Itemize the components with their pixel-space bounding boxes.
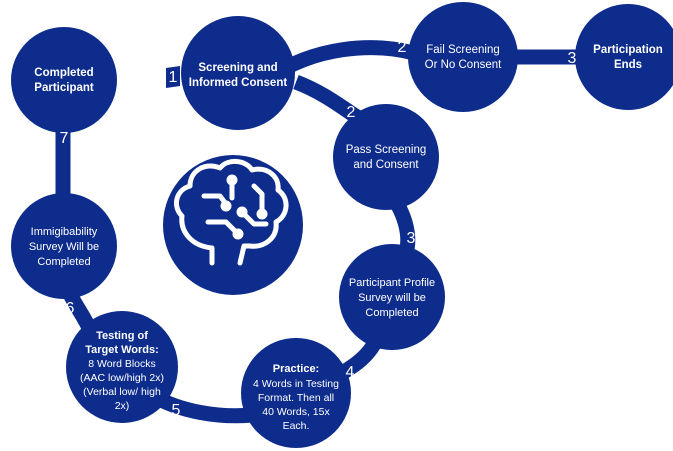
step-testing-label: Testing of Target Words: 8 Word Blocks (…: [80, 330, 164, 412]
step-survey-line-1: Immigibability: [31, 226, 98, 238]
step-testing-title-2: Target Words:: [85, 344, 159, 356]
step-profile-label: Participant Profile Survey will be Compl…: [349, 277, 435, 319]
step-ends-circle: [575, 4, 673, 110]
step-practice-line-3: 40 Words, 15x: [262, 406, 330, 418]
step-fail-line-2: Or No Consent: [425, 59, 503, 71]
connector-number-5: 5: [172, 402, 181, 419]
step-practice-line-4: Each.: [283, 420, 310, 432]
step-pass-label: Pass Screening and Consent: [346, 144, 427, 171]
step-profile-circle: [339, 244, 445, 350]
connector-number-2-pass: 2: [347, 104, 356, 121]
connector-numbers: 1 2 3 2 3 4 5 6 7: [60, 39, 577, 419]
step-pass-line-2: and Consent: [353, 159, 419, 171]
step-screening-line-2: Informed Consent: [189, 77, 288, 89]
step-screening-label: Screening and Informed Consent: [189, 62, 288, 89]
step-testing-line-1: 8 Word Blocks: [88, 358, 156, 370]
step-fail-label: Fail Screening Or No Consent: [425, 44, 503, 71]
step-circles: [11, 2, 673, 448]
step-ends-line-2: Ends: [614, 59, 642, 71]
connector-number-4: 4: [346, 364, 355, 381]
step-practice-line-2: Format. Then all: [258, 392, 334, 404]
step-screening-circle: [181, 16, 295, 130]
step-completed-circle: [11, 27, 117, 133]
step-pass-circle: [333, 104, 439, 210]
connector-number-1: 1: [169, 69, 178, 86]
step-testing-title-1: Testing of: [96, 330, 148, 342]
step-profile-line-2: Survey will be: [358, 292, 426, 304]
step-practice-label: Practice: 4 Words in Testing Format. The…: [253, 363, 339, 432]
step-practice-title: Practice:: [273, 363, 319, 375]
start-arrow-tab: [166, 66, 180, 88]
step-fail-circle: [408, 2, 518, 112]
step-ends-line-1: Participation: [593, 44, 663, 56]
step-profile-line-3: Completed: [365, 307, 418, 319]
connector-number-7: 7: [60, 130, 69, 147]
brain-icon-circle: [163, 155, 303, 295]
step-testing-line-2: (AAC low/high 2x): [80, 372, 164, 384]
step-completed-line-1: Completed: [34, 67, 93, 79]
step-testing-line-3: (Verbal low/ high: [83, 386, 161, 398]
step-ends-label: Participation Ends: [593, 44, 663, 71]
step-fail-line-1: Fail Screening: [426, 44, 500, 56]
step-practice-circle: [241, 338, 351, 448]
connector-number-3-ends: 3: [568, 50, 577, 67]
connector-number-2-fail: 2: [398, 39, 407, 56]
step-survey-label: Immigibability Survey Will be Completed: [29, 226, 99, 268]
step-survey-circle: [11, 193, 117, 299]
step-pass-line-1: Pass Screening: [346, 144, 427, 156]
step-screening-line-1: Screening and: [198, 62, 277, 74]
connector-number-3-profile: 3: [407, 230, 416, 247]
brain-circuit-icon: [173, 159, 289, 266]
step-completed-label: Completed Participant: [34, 67, 94, 94]
step-survey-line-3: Completed: [37, 256, 90, 268]
step-completed-line-2: Participant: [34, 82, 94, 94]
step-profile-line-1: Participant Profile: [349, 277, 435, 289]
step-practice-line-1: 4 Words in Testing: [253, 378, 339, 390]
step-testing-line-4: 2x): [115, 400, 130, 412]
step-survey-line-2: Survey Will be: [29, 241, 99, 253]
connector-number-6: 6: [66, 300, 75, 317]
step-testing-circle: [66, 311, 178, 423]
